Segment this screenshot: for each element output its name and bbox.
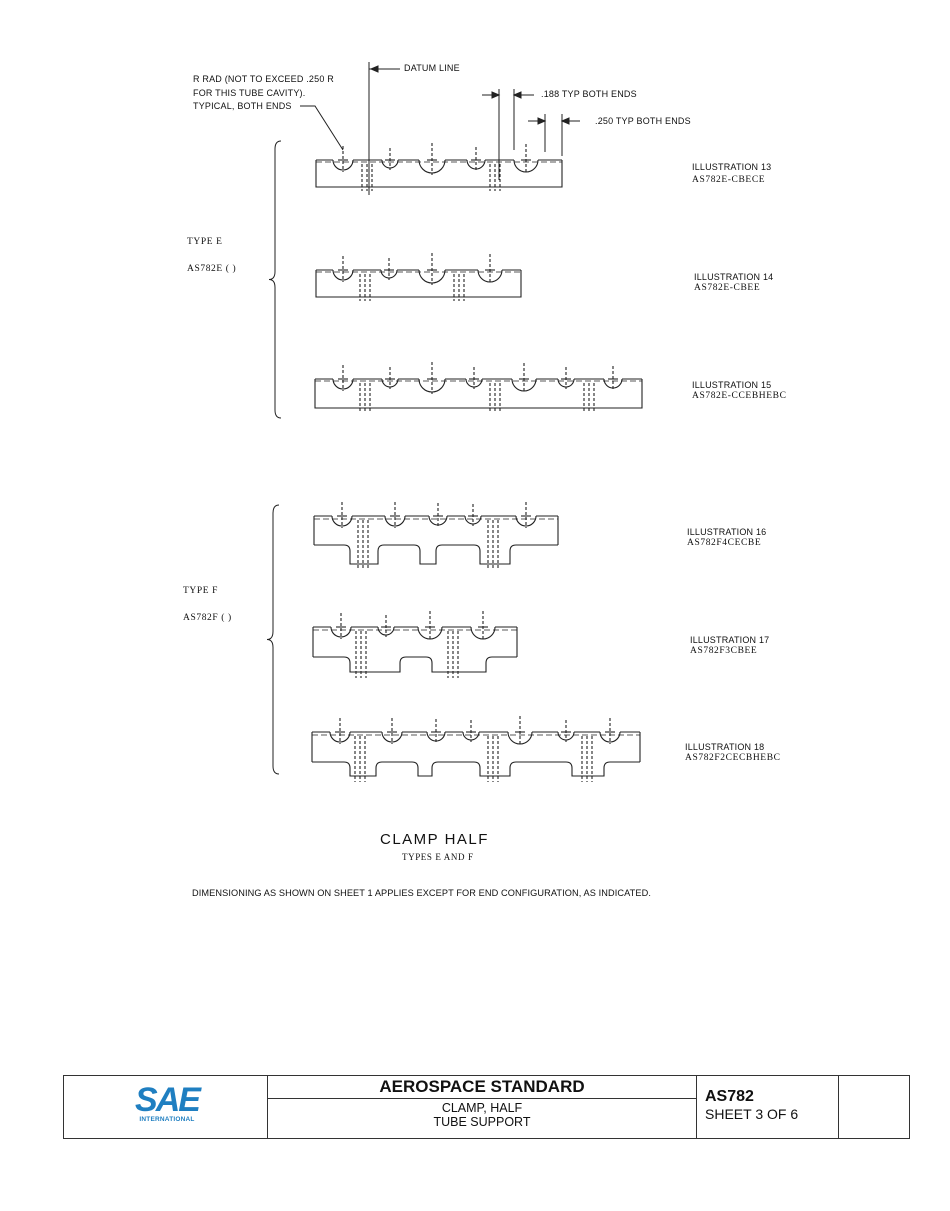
illustration-code: AS782E-CBECE	[692, 175, 766, 185]
dim-188-label: .188 TYP BOTH ENDS	[541, 89, 637, 99]
logo-cell: SAE INTERNATIONAL	[64, 1076, 268, 1138]
illustration-label: ILLUSTRATION 14	[694, 272, 774, 282]
drawing-title: CLAMP HALF	[380, 831, 489, 848]
dim-250-arrow-right	[560, 117, 570, 125]
r-rad-note-line2: FOR THIS TUBE CAVITY).	[193, 88, 306, 98]
document-number-cell: AS782 SHEET 3 OF 6	[697, 1076, 839, 1138]
document-number: AS782	[705, 1088, 754, 1105]
illustration-17: ILLUSTRATION 17 AS782F3CBEE	[690, 635, 769, 656]
illustration-18: ILLUSTRATION 18 AS782F2CECBHEBC	[685, 742, 781, 763]
illustration-14: ILLUSTRATION 14 AS782E-CBEE	[694, 272, 773, 293]
illustration-label: ILLUSTRATION 15	[692, 380, 772, 390]
type-e-brace	[268, 140, 282, 419]
clamp-half-drawing	[266, 62, 643, 782]
type-f-code: AS782F ( )	[183, 613, 232, 623]
type-f-name: TYPE F	[183, 586, 219, 596]
dimensioning-note: DIMENSIONING AS SHOWN ON SHEET 1 APPLIES…	[192, 888, 651, 898]
type-f-brace	[266, 504, 280, 775]
illustration-16: ILLUSTRATION 16 AS782F4CECBE	[687, 527, 766, 548]
illustration-code: AS782F4CECBE	[687, 538, 762, 548]
illustration-15-part	[314, 362, 643, 412]
illustration-code: AS782F3CBEE	[690, 646, 758, 656]
illustration-18-part	[311, 716, 641, 782]
dim-188-arrow-right	[512, 91, 522, 99]
illustration-label: ILLUSTRATION 13	[692, 162, 772, 172]
illustration-14-part	[315, 253, 522, 301]
sae-logo: SAE INTERNATIONAL	[132, 1081, 202, 1124]
r-rad-leader	[300, 105, 344, 151]
illustration-15: ILLUSTRATION 15 AS782E-CCEBHEBC	[692, 380, 787, 401]
r-rad-note-line3: TYPICAL, BOTH ENDS	[193, 101, 292, 111]
description-line2: TUBE SUPPORT	[433, 1115, 531, 1129]
illustration-code: AS782E-CCEBHEBC	[692, 391, 787, 401]
illustration-code: AS782F2CECBHEBC	[685, 753, 781, 763]
dim-250-arrow-left	[537, 117, 547, 125]
r-rad-note-line1: R RAD (NOT TO EXCEED .250 R	[193, 74, 334, 84]
illustration-label: ILLUSTRATION 16	[687, 527, 767, 537]
type-e-code: AS782E ( )	[187, 264, 237, 274]
aerospace-standard-label: AEROSPACE STANDARD	[268, 1076, 696, 1099]
drawing-subtitle: TYPES E AND F	[402, 852, 474, 862]
dim-188-arrow-left	[491, 91, 501, 99]
illustration-label: ILLUSTRATION 17	[690, 635, 770, 645]
title-block: SAE INTERNATIONAL AEROSPACE STANDARD CLA…	[63, 1075, 910, 1139]
sae-logo-subtext: INTERNATIONAL	[139, 1116, 195, 1123]
illustration-17-part	[312, 611, 518, 678]
title-cell: AEROSPACE STANDARD CLAMP, HALF TUBE SUPP…	[268, 1076, 697, 1138]
illustration-16-part	[313, 502, 559, 570]
illustration-13-part	[315, 143, 563, 191]
illustration-code: AS782E-CBEE	[694, 283, 761, 293]
description-line1: CLAMP, HALF	[441, 1101, 523, 1115]
datum-line-label: DATUM LINE	[404, 63, 460, 73]
datum-arrowhead	[369, 65, 379, 73]
type-e-name: TYPE E	[187, 237, 223, 247]
sheet-number: SHEET 3 OF 6	[705, 1106, 799, 1122]
sae-logo-text: SAE	[135, 1081, 201, 1119]
document-description: CLAMP, HALF TUBE SUPPORT	[268, 1101, 696, 1129]
illustration-label: ILLUSTRATION 18	[685, 742, 765, 752]
illustration-13: ILLUSTRATION 13 AS782E-CBECE	[692, 162, 771, 185]
dim-250-label: .250 TYP BOTH ENDS	[595, 116, 691, 126]
